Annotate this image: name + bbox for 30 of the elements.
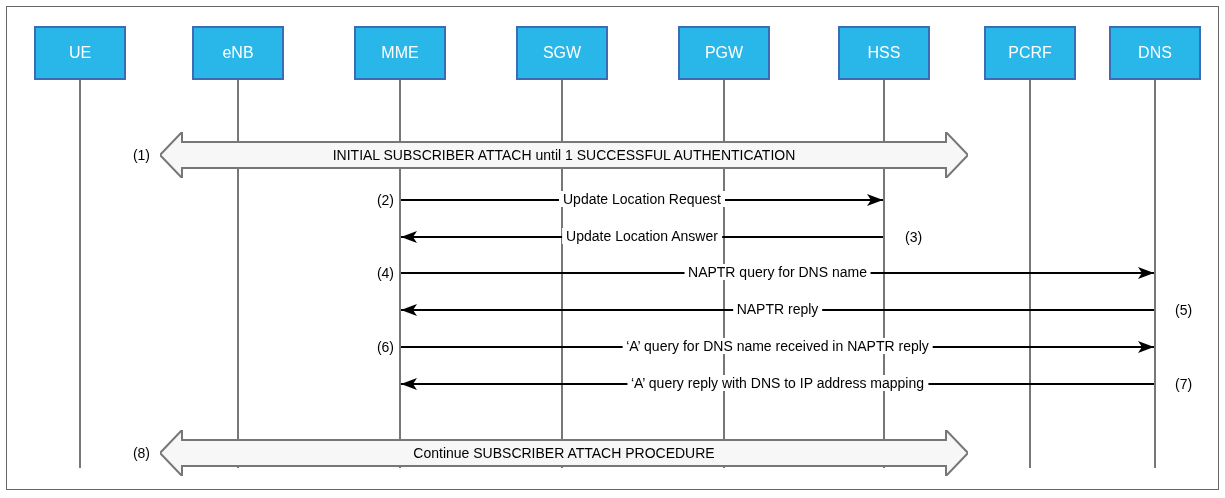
step-number: (7) bbox=[1175, 374, 1193, 394]
participant-box: PGW bbox=[678, 26, 770, 80]
step-number: (6) bbox=[376, 337, 394, 357]
edge-label: ‘A’ query reply with DNS to IP address mapping bbox=[626, 375, 929, 391]
step-text: INITIAL SUBSCRIBER ATTACH until 1 SUCCESSFUL AUTHENTICATION bbox=[332, 145, 796, 165]
step-number: (5) bbox=[1175, 300, 1193, 320]
participant-box: MME bbox=[354, 26, 446, 80]
step-number: (8) bbox=[132, 443, 150, 463]
participant-box: SGW bbox=[516, 26, 608, 80]
lifeline bbox=[79, 80, 81, 468]
participant-box: DNS bbox=[1109, 26, 1201, 80]
edge-label: Update Location Answer bbox=[562, 228, 722, 244]
participant-box: UE bbox=[34, 26, 126, 80]
double-block-arrow bbox=[160, 430, 968, 476]
double-block-arrow bbox=[160, 132, 968, 178]
participant-box: eNB bbox=[192, 26, 284, 80]
lifeline bbox=[1154, 80, 1156, 468]
step-number: (2) bbox=[376, 190, 394, 210]
lifeline bbox=[1029, 80, 1031, 468]
edge-label: Update Location Request bbox=[559, 191, 725, 207]
message-arrow bbox=[400, 304, 1155, 316]
edge-label: NAPTR query for DNS name bbox=[684, 264, 871, 280]
step-number: (1) bbox=[132, 145, 150, 165]
step-text: Continue SUBSCRIBER ATTACH PROCEDURE bbox=[413, 443, 715, 463]
participant-box: PCRF bbox=[984, 26, 1076, 80]
step-number: (4) bbox=[376, 263, 394, 283]
step-number: (3) bbox=[905, 227, 923, 247]
participant-box: HSS bbox=[838, 26, 930, 80]
edge-label: ‘A’ query for DNS name received in NAPTR reply bbox=[622, 338, 933, 354]
edge-label: NAPTR reply bbox=[732, 301, 823, 317]
